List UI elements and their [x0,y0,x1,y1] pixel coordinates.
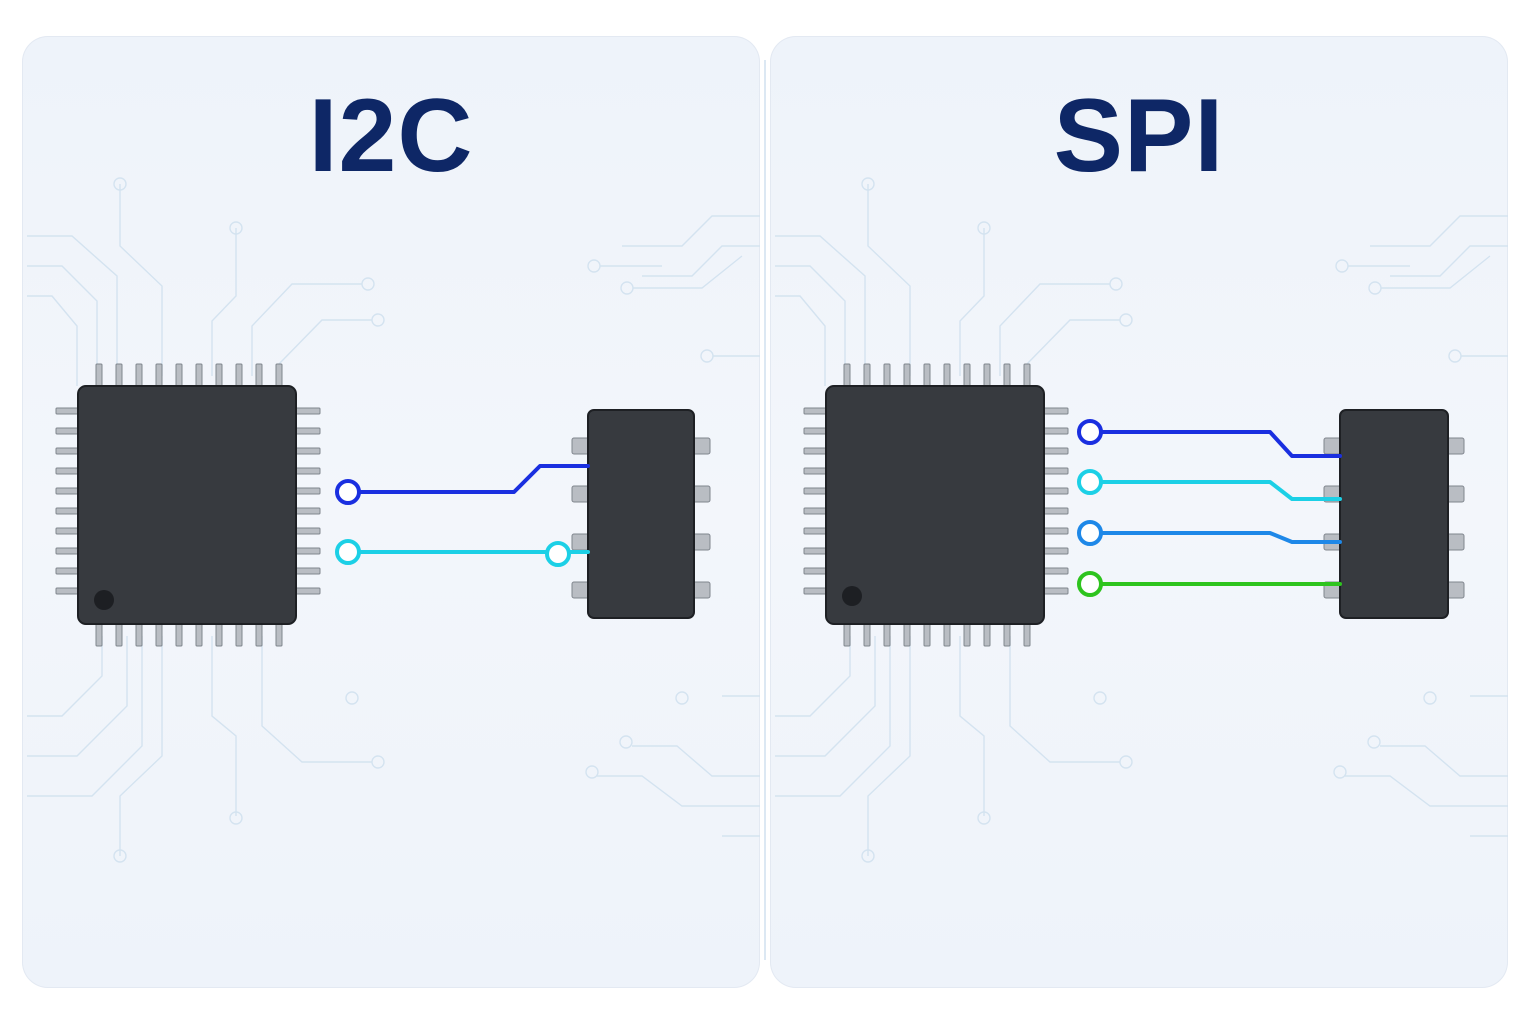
spi-diagram [775,177,1508,863]
chip-pins-left [803,407,829,595]
bus-line-1 [1098,430,1342,458]
i2c-diagram [27,177,760,863]
peripheral-body [587,409,695,619]
bus-line-1 [356,464,590,494]
soic-chip-icon [571,409,711,619]
chip-pins-top [843,363,1031,389]
connection-terminal-icon [1077,571,1103,597]
chip-pins-bottom [95,621,283,647]
soic-chip-icon [1323,409,1465,619]
spi-title: SPI [1053,78,1225,194]
microcontroller-body [77,385,297,625]
spi-bus-lines [1077,419,1342,597]
peripheral-body [1339,409,1449,619]
i2c-panel: I2C [22,36,760,988]
connection-terminal-icon [335,539,361,565]
i2c-title: I2C [308,78,474,194]
qfp-chip-icon [55,363,321,647]
pin1-marker [842,586,862,606]
chip-pins-bottom [843,621,1031,647]
chip-pins-left [55,407,81,595]
chip-pins-top [95,363,283,389]
circuit-trace-background [775,177,1508,863]
qfp-chip-icon [803,363,1069,647]
chip-pins-right [295,407,321,595]
i2c-bus-lines [335,464,590,567]
pin1-marker [94,590,114,610]
circuit-trace-background [27,177,760,863]
bus-line-2 [1098,480,1342,501]
panel-divider [764,60,766,960]
bus-line-3 [1098,531,1342,544]
chip-pins-right [1043,407,1069,595]
connection-terminal-icon [545,541,571,567]
connection-terminal-icon [1077,469,1103,495]
spi-panel: SPI [770,36,1508,988]
connection-terminal-icon [1077,419,1103,445]
connection-terminal-icon [335,479,361,505]
microcontroller-body [825,385,1045,625]
connection-terminal-icon [1077,520,1103,546]
